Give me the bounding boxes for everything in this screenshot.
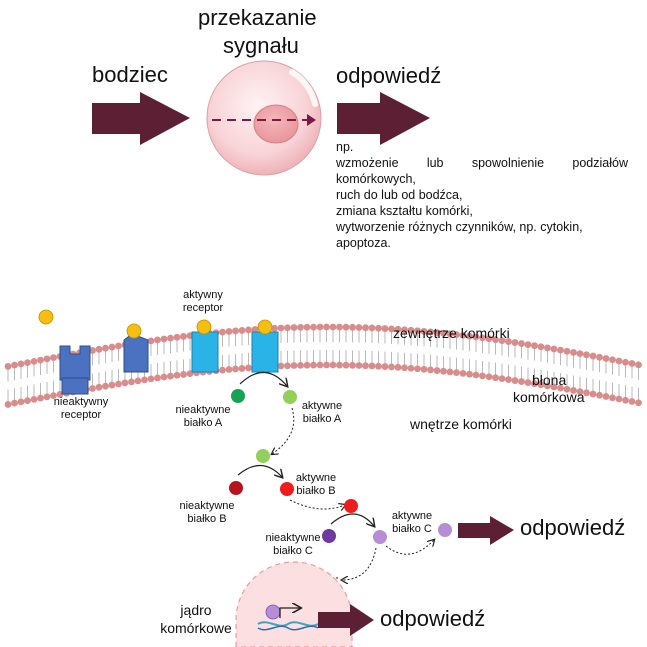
active-receptor-2	[251, 319, 279, 373]
response-arrow-cytoplasm	[458, 516, 514, 545]
label-response-cytoplasm: odpowiedź	[520, 515, 626, 540]
ligand-bound-2	[257, 319, 273, 335]
label-active-protein-a: aktywne białko A	[301, 400, 343, 425]
label-inactive-protein-c: nieaktywne białko C	[265, 532, 321, 557]
protein-b-active-2	[344, 499, 358, 513]
examples-line-2: komórkowych,	[336, 172, 416, 186]
protein-b-inactive	[229, 481, 243, 495]
protein-b-active	[280, 482, 294, 496]
response-arrow-nucleus	[318, 604, 374, 636]
ligand-approaching	[126, 323, 142, 339]
label-signal-transfer-2: sygnału	[223, 33, 299, 58]
label-nucleus: jądro komórkowe	[160, 602, 232, 636]
label-membrane-1: błona	[532, 372, 567, 388]
label-inside-cell: wnętrze komórki	[410, 416, 512, 432]
label-signal-transfer-1: przekazanie	[198, 5, 317, 30]
inactive-receptor-1	[59, 345, 91, 395]
ligand-free	[38, 309, 54, 325]
examples-intro: np.	[336, 140, 354, 154]
cell-illustration	[206, 60, 322, 176]
protein-c-active	[373, 530, 387, 544]
ligand-bound-1	[196, 319, 212, 335]
label-membrane-2: komórkowa	[513, 389, 585, 405]
examples-line-6: apoptoza.	[336, 236, 391, 250]
inactive-receptor-2	[123, 323, 149, 373]
nucleus	[235, 561, 353, 647]
protein-c-active-2	[438, 523, 452, 537]
label-inactive-receptor: nieaktywny receptor	[53, 396, 109, 421]
label-stimulus: bodziec	[92, 62, 168, 87]
protein-a-inactive	[231, 389, 245, 403]
label-active-protein-b: aktywne białko B	[295, 472, 337, 497]
examples-line-3: ruch do lub od bodźca,	[336, 188, 463, 202]
protein-c-inactive	[322, 529, 336, 543]
label-active-protein-c: aktywne białko C	[391, 510, 433, 535]
label-outside-cell: zewnętrze komórki	[393, 325, 510, 341]
label-response-nucleus: odpowiedź	[380, 606, 486, 631]
dna-strand	[257, 621, 319, 627]
stimulus-arrow	[92, 92, 190, 145]
protein-a-active-2	[256, 449, 270, 463]
protein-a-active	[283, 390, 297, 404]
examples-line-5: wytworzenie różnych czynników, np. cytok…	[336, 220, 583, 234]
label-response-top: odpowiedź	[336, 63, 442, 88]
response-examples: np. wzmożenie lub spowolnienie podziałów…	[336, 139, 628, 251]
examples-line-4: zmiana kształtu komórki,	[336, 204, 473, 218]
label-inactive-protein-b: nieaktywne białko B	[179, 500, 235, 525]
label-inactive-protein-a: nieaktywne białko A	[175, 404, 231, 429]
active-receptor-1	[191, 319, 219, 373]
examples-line-1: wzmożenie lub spowolnienie podziałów	[336, 156, 628, 170]
response-arrow-top	[337, 92, 430, 145]
label-active-receptor: aktywny receptor	[182, 289, 224, 314]
protein-c-in-nucleus	[265, 604, 281, 620]
